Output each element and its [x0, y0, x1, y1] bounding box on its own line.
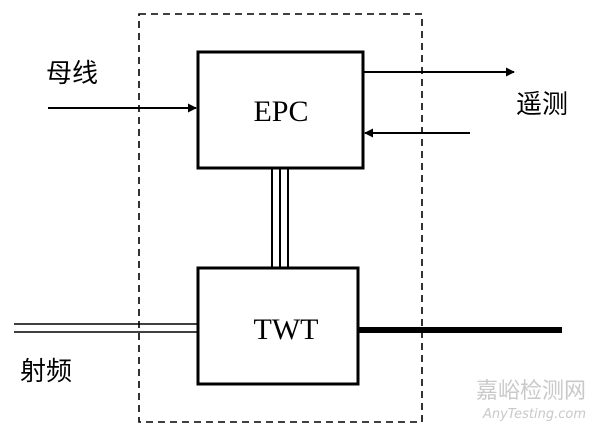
twt-label: TWT — [254, 313, 319, 346]
rf-label: 射频 — [20, 357, 72, 387]
watermark-cn: 嘉峪检测网 — [476, 379, 586, 404]
twt-box — [196, 266, 360, 386]
rf-input-line — [14, 323, 198, 333]
epc-label: EPC — [253, 95, 308, 128]
bus-label: 母线 — [46, 59, 98, 89]
watermark-en: AnyTesting.com — [482, 407, 586, 422]
telemetry-label: 遥测 — [516, 90, 568, 120]
twt-block: TWT — [196, 266, 360, 386]
dashed-enclosure — [138, 13, 423, 423]
epc-block: EPC — [196, 50, 365, 170]
epc-twt-connector — [271, 168, 289, 268]
